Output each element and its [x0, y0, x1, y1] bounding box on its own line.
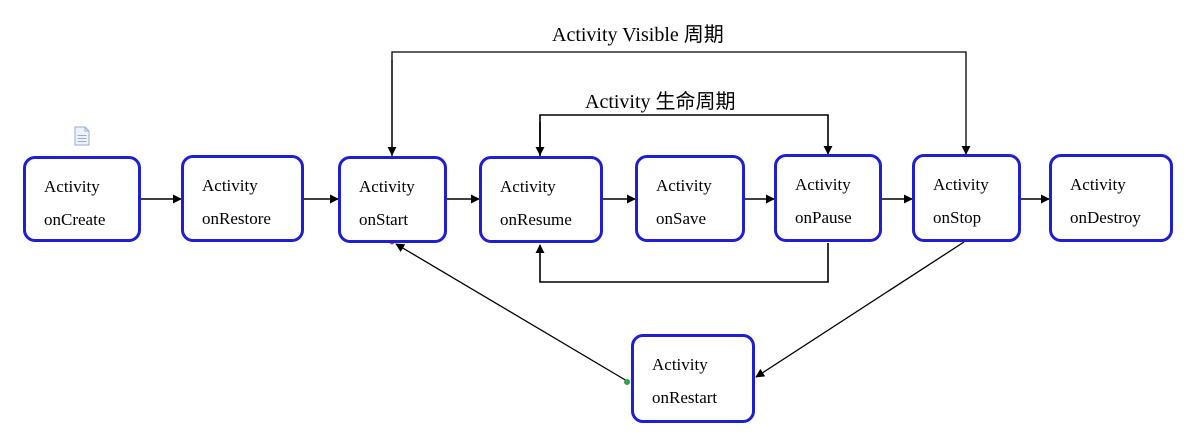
node-onrestart-method: onRestart [652, 388, 718, 407]
node-onstop-method: onStop [933, 208, 982, 227]
node-onpause-title: Activity [795, 175, 851, 194]
node-ondestroy-method: onDestroy [1070, 208, 1141, 227]
node-onpause-method: onPause [795, 208, 852, 227]
node-onresume[interactable]: Activity onResume [479, 156, 603, 243]
node-onsave[interactable]: Activity onSave [635, 155, 745, 242]
node-onsave-method: onSave [656, 209, 707, 228]
edge-lifecycle-to-pause [539, 114, 833, 156]
node-onstart[interactable]: Activity onStart [338, 156, 447, 243]
node-onrestore-method: onRestore [202, 209, 271, 228]
visible-cycle-label: Activity Visible 周期 [552, 24, 724, 46]
node-oncreate-method: onCreate [44, 210, 106, 229]
node-onsave-title: Activity [656, 176, 712, 195]
node-onstop-title: Activity [933, 175, 989, 194]
edge-restart-start [395, 243, 628, 382]
node-onrestore-title: Activity [202, 176, 258, 195]
node-oncreate[interactable]: Activity onCreate [23, 156, 141, 242]
lifecycle-label: Activity 生命周期 [585, 91, 736, 113]
node-onrestart[interactable]: Activity onRestart [631, 334, 755, 423]
node-onrestart-title: Activity [652, 355, 708, 374]
node-ondestroy-title: Activity [1070, 175, 1126, 194]
connector-dot-green [624, 379, 630, 385]
node-onrestore[interactable]: Activity onRestore [181, 155, 304, 242]
edge-pause-resume-loop [535, 243, 829, 283]
node-onresume-title: Activity [500, 177, 556, 196]
node-onstart-title: Activity [359, 177, 415, 196]
node-onstart-method: onStart [359, 210, 409, 229]
document-icon [74, 126, 90, 146]
node-onstop[interactable]: Activity onStop [912, 154, 1021, 242]
node-onresume-method: onResume [500, 210, 572, 229]
node-oncreate-title: Activity [44, 177, 100, 196]
edge-stop-restart [755, 241, 965, 378]
node-ondestroy[interactable]: Activity onDestroy [1049, 154, 1173, 242]
node-onpause[interactable]: Activity onPause [774, 154, 882, 242]
